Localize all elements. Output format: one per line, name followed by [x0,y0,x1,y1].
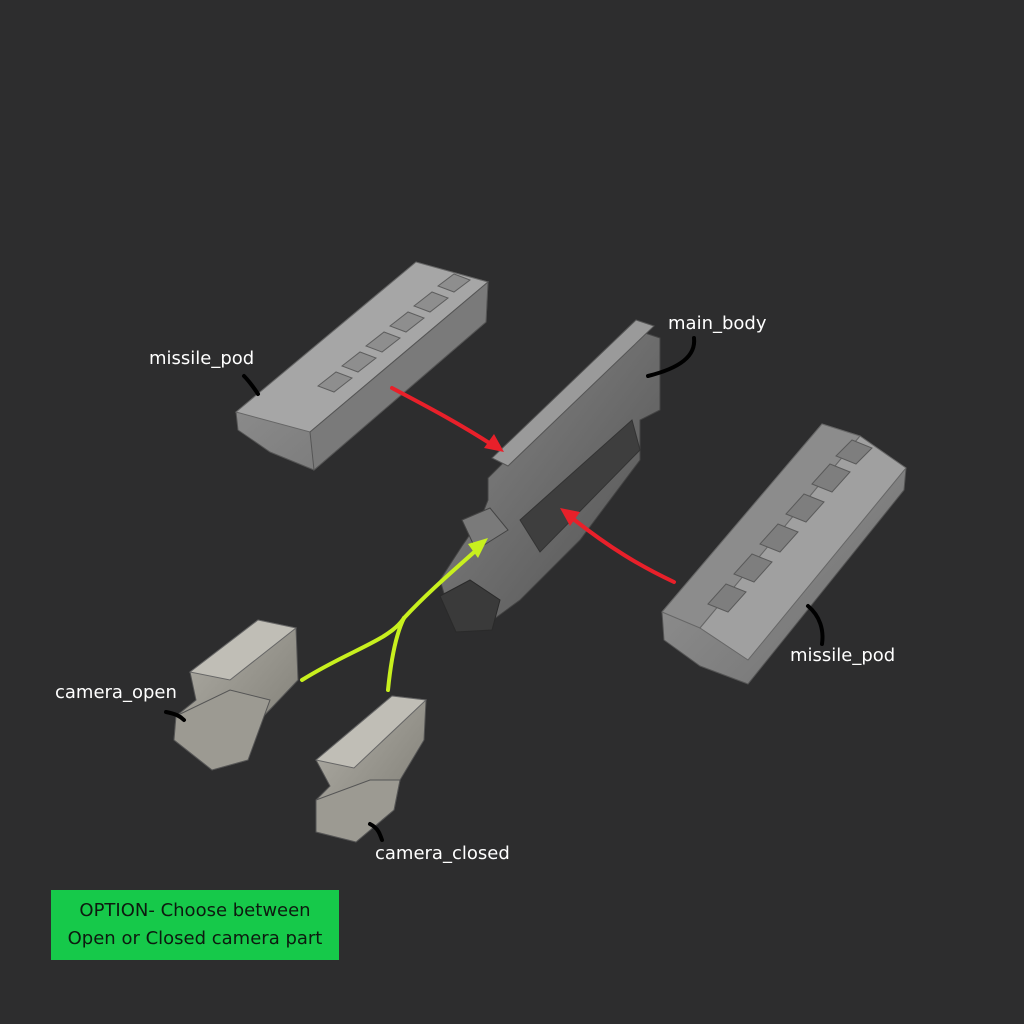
camera-open-part [173,619,299,771]
leader-main-body [646,336,697,378]
leader-camera-closed [368,822,384,842]
option-note-box: OPTION- Choose between Open or Closed ca… [51,890,339,960]
camera-closed-part [314,695,428,843]
option-note-line-1: OPTION- Choose between [79,900,311,921]
missile-pod-right-part [661,423,907,685]
label-missile-pod-right: missile_pod [790,645,896,666]
green-arrow-camera [300,538,488,692]
red-arrow-right [560,508,676,584]
leader-missile-pod-right [806,604,825,646]
label-main-body: main_body [668,313,767,334]
leader-camera-open [164,710,186,722]
label-missile-pod-top: missile_pod [149,348,255,369]
label-camera-open: camera_open [55,682,177,703]
missile-pod-top-part [234,261,490,472]
option-note-line-2: Open or Closed camera part [67,928,323,949]
red-arrow-top [390,386,504,452]
label-camera-closed: camera_closed [375,843,510,864]
leader-missile-pod-top [242,374,260,396]
main-body-part [439,319,661,633]
